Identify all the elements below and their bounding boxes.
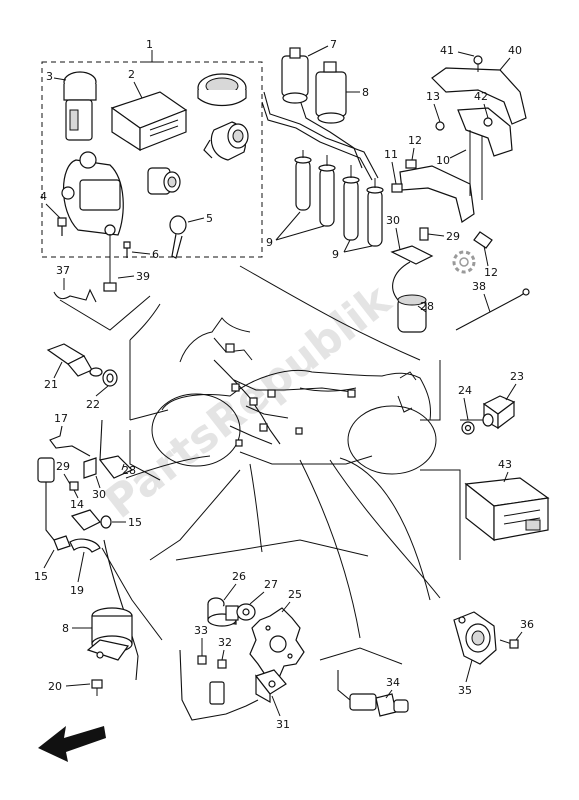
ecu-part xyxy=(110,91,188,152)
label-5: 5 xyxy=(206,212,213,225)
bolt-33-part xyxy=(197,655,207,665)
group-1-ignition-set xyxy=(41,50,263,259)
watermark: PartsRepublik xyxy=(95,274,401,529)
label-24: 24 xyxy=(458,384,472,397)
bolt-32-part xyxy=(217,659,227,669)
main-switch-part xyxy=(61,71,124,236)
label-27: 27 xyxy=(264,578,278,591)
label-17: 17 xyxy=(54,412,68,425)
label-1: 1 xyxy=(146,38,153,51)
label-8b: 8 xyxy=(62,622,69,635)
label-29b: 29 xyxy=(56,460,70,473)
motorcycle-outline xyxy=(151,317,437,475)
label-26: 26 xyxy=(232,570,246,583)
label-41: 41 xyxy=(440,44,454,57)
label-42: 42 xyxy=(474,90,488,103)
label-12: 12 xyxy=(408,134,422,147)
label-31: 31 xyxy=(276,718,290,731)
label-39: 39 xyxy=(136,270,150,283)
sensor-rotor-25-part xyxy=(249,607,305,681)
oxygen-sensor-34-part xyxy=(337,670,409,717)
seat-lock-part xyxy=(203,121,249,161)
relay-8-part xyxy=(86,607,133,661)
label-12b: 12 xyxy=(484,266,498,279)
ignition-coils-group xyxy=(261,47,384,247)
label-36: 36 xyxy=(520,618,534,631)
label-22: 22 xyxy=(86,398,100,411)
sensor-26-part xyxy=(207,597,239,627)
label-3: 3 xyxy=(46,70,53,83)
label-38: 38 xyxy=(472,280,486,293)
fuel-tank-cap-part xyxy=(197,73,247,107)
sensor-35-part xyxy=(453,611,497,665)
label-21: 21 xyxy=(44,378,58,391)
label-6: 6 xyxy=(152,248,159,261)
label-11: 11 xyxy=(384,148,398,161)
label-29: 29 xyxy=(446,230,460,243)
bracket-assembly xyxy=(391,55,527,223)
label-7: 7 xyxy=(330,38,337,51)
label-9: 9 xyxy=(266,236,273,249)
label-2: 2 xyxy=(128,68,135,81)
label-13: 13 xyxy=(426,90,440,103)
label-25: 25 xyxy=(288,588,302,601)
label-15b: 15 xyxy=(34,570,48,583)
leader-lines xyxy=(59,265,500,665)
front-direction-arrow-icon xyxy=(38,726,106,762)
label-34: 34 xyxy=(386,676,400,689)
label-28: 28 xyxy=(420,300,434,313)
label-19: 19 xyxy=(70,584,84,597)
label-28b: 28 xyxy=(122,464,136,477)
screw-36-part xyxy=(499,639,519,649)
label-43: 43 xyxy=(498,458,512,471)
label-40: 40 xyxy=(508,44,522,57)
bolt-39-part xyxy=(103,234,117,292)
lead-wire-17 xyxy=(49,425,91,457)
label-10: 10 xyxy=(436,154,450,167)
label-32: 32 xyxy=(218,636,232,649)
label-15: 15 xyxy=(128,516,142,529)
label-4: 4 xyxy=(40,190,47,203)
label-35: 35 xyxy=(458,684,472,697)
small-lock-part xyxy=(147,167,181,195)
label-9b: 9 xyxy=(332,248,339,261)
ecu-43-part xyxy=(464,477,550,542)
label-33: 33 xyxy=(194,624,208,637)
gear-icon xyxy=(452,250,476,274)
sensor-31-part xyxy=(179,649,287,721)
label-37: 37 xyxy=(56,264,70,277)
sensor-cluster-left xyxy=(37,419,134,553)
sensor-23-part xyxy=(482,395,516,430)
lead-wire-37 xyxy=(53,288,97,303)
label-20: 20 xyxy=(48,680,62,693)
label-8: 8 xyxy=(362,86,369,99)
label-30b: 30 xyxy=(92,488,106,501)
lead-wire-38 xyxy=(455,291,527,331)
sensor-21-part xyxy=(46,343,103,377)
label-14: 14 xyxy=(70,498,84,511)
lead-wire-19 xyxy=(103,539,139,681)
key-part xyxy=(169,215,187,259)
label-30: 30 xyxy=(386,214,400,227)
bolt-20-part xyxy=(91,679,103,696)
label-23: 23 xyxy=(510,370,524,383)
callout-labels: 1 2 3 4 5 6 7 8 9 9 10 11 12 12 13 14 15… xyxy=(34,38,534,731)
